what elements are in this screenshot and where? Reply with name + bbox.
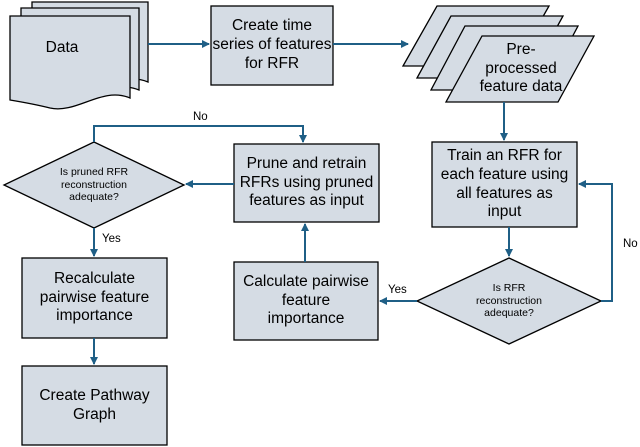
create-pathway-box [21,365,168,446]
node-is-pruned-adequate: Is pruned RFR reconstruction adequate? [59,165,129,204]
edge-label-yes-bottom: Yes [102,233,121,245]
node-train-rfr: Train an RFR for each feature using all … [440,146,569,221]
arrow-no-loop-to-prune [93,125,307,143]
node-create-pathway: Create Pathway Graph [39,386,150,423]
arrow-no-back-to-train [578,180,613,302]
node-preprocessed: Pre- processed feature data [479,40,563,96]
edge-label-yes-left: Yes [388,284,407,296]
node-is-rfr-adequate: Is RFR reconstruction adequate? [476,281,542,320]
data-document-stack [9,1,149,110]
calc-pairwise-box [233,261,379,341]
preprocessed-data-stack [401,5,596,103]
create-time-series-box [210,5,334,86]
edge-label-no-right: No [623,238,638,250]
node-data: Data [45,38,79,56]
prune-retrain-box [233,143,380,223]
node-calc-pairwise: Calculate pairwise feature importance [243,272,369,328]
is-rfr-adequate-diamond [415,257,603,345]
node-prune-retrain: Prune and retrain RFRs using pruned feat… [239,154,374,210]
recalculate-box [21,257,168,339]
node-create-time-series: Create time series of features for RFR [212,17,332,72]
train-rfr-box [431,141,578,228]
node-recalculate: Recalculate pairwise feature importance [39,269,150,325]
edge-label-no-top: No [193,111,208,123]
